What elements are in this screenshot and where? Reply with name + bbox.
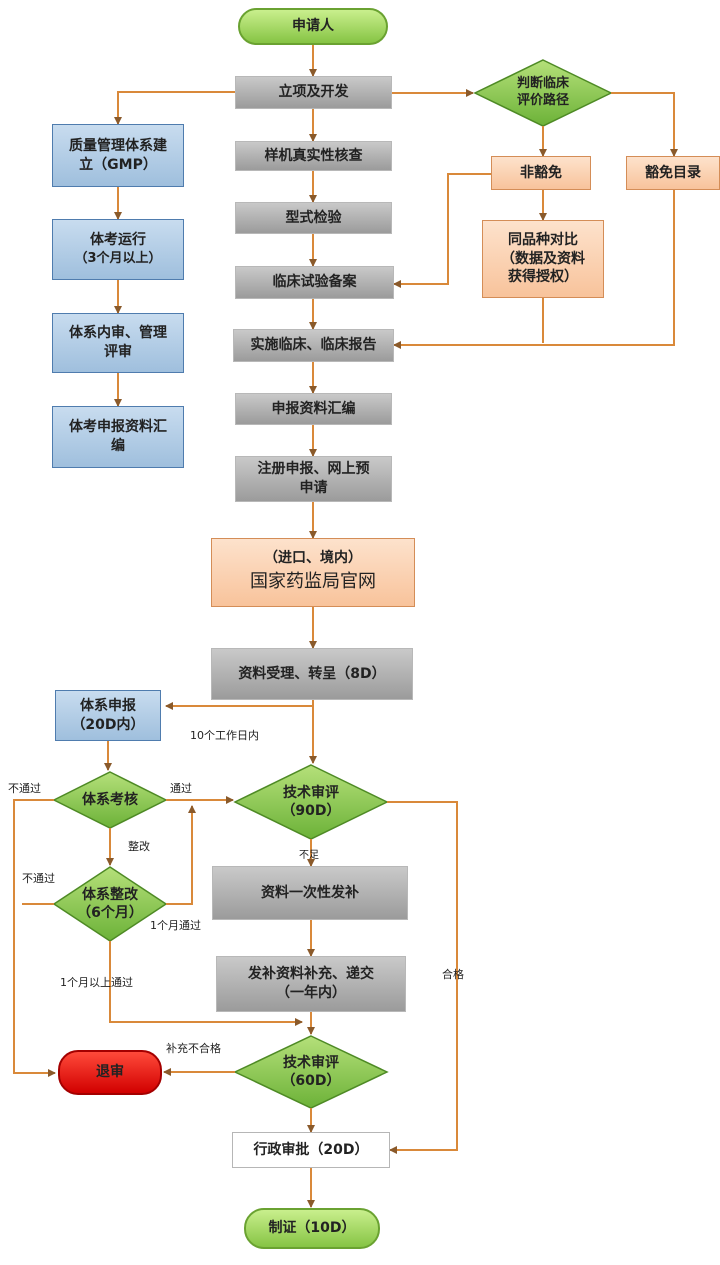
sample-check-node: 样机真实性核查 — [235, 141, 392, 171]
non-exempt-node: 非豁免 — [491, 156, 591, 190]
non-exempt-label: 非豁免 — [520, 164, 562, 181]
arrow-review1-qualified — [387, 801, 458, 1154]
materials-compile-node: 申报资料汇编 — [235, 393, 392, 425]
system-materials-line2: 编 — [111, 438, 125, 454]
applicant-node: 申请人 — [238, 8, 388, 45]
registration-line1: 注册申报、网上预 — [257, 461, 370, 478]
clinical-filing-label: 临床试验备案 — [272, 274, 357, 291]
decision-shapes — [52, 59, 613, 1109]
registration-line2: 申请 — [299, 480, 328, 496]
certificate-label: 制证（10D） — [268, 1220, 356, 1237]
label-one-month-pass: 1个月通过 — [150, 919, 201, 932]
clinical-report-node: 实施临床、临床报告 — [233, 329, 394, 362]
supplement-submit-line2: （一年内） — [276, 985, 346, 1001]
type-test-label: 型式检验 — [285, 209, 342, 226]
judge-clinical-text: 判断临床评价路径 — [485, 72, 601, 114]
label-fail-2: 不通过 — [22, 872, 55, 885]
system-declare-line2: （20D内） — [71, 716, 145, 733]
type-test-node: 型式检验 — [235, 202, 392, 234]
system-materials-node: 体考申报资料汇编 — [52, 406, 184, 468]
sample-check-label: 样机真实性核查 — [264, 147, 363, 164]
label-over-one-month-pass: 1个月以上通过 — [60, 976, 133, 989]
system-run-node: 体考运行 （3个月以上） — [52, 219, 184, 280]
exempt-list-node: 豁免目录 — [626, 156, 720, 190]
judge-clinical-line2: 评价路径 — [516, 93, 569, 108]
connectors — [13, 45, 678, 1208]
system-rectify-text: 体系整改 （6个月） — [70, 883, 150, 925]
system-rectify-line2: （6个月） — [77, 905, 143, 921]
label-pass: 通过 — [170, 782, 192, 795]
arrow-rectify-1month — [166, 805, 196, 905]
gmp-node: 质量管理体系建立（GMP） — [52, 124, 184, 187]
internal-audit-line1: 体系内审、管理 — [69, 325, 167, 342]
withdraw-label: 退审 — [96, 1064, 124, 1081]
acceptance-node: 资料受理、转呈（8D） — [211, 648, 413, 700]
supplement-submit-node: 发补资料补充、递交 （一年内） — [216, 956, 406, 1012]
same-product-line2: （数据及资料 — [501, 250, 585, 267]
internal-audit-node: 体系内审、管理评审 — [52, 313, 184, 373]
clinical-filing-node: 临床试验备案 — [235, 266, 394, 299]
tech-review-1-text: 技术审评 （90D） — [266, 780, 356, 824]
label-qualified: 合格 — [442, 968, 464, 981]
certificate-node: 制证（10D） — [244, 1208, 380, 1249]
system-exam-label: 体系考核 — [82, 791, 138, 808]
applicant-label: 申请人 — [292, 18, 334, 35]
nmpa-node: （进口、境内） 国家药监局官网 — [211, 538, 415, 607]
arrow-nonexempt-to-filing — [393, 173, 491, 288]
supplement-once-label: 资料一次性发补 — [261, 884, 359, 901]
same-product-node: 同品种对比 （数据及资料获得授权） — [482, 220, 604, 298]
withdraw-node: 退审 — [58, 1050, 162, 1095]
system-declare-line1: 体系申报 — [79, 697, 136, 714]
gmp-line1: 质量管理体系建 — [69, 137, 167, 154]
arrow-exempt-to-report — [393, 190, 675, 349]
system-exam-text: 体系考核 — [70, 790, 150, 810]
admin-approval-node: 行政审批（20D） — [232, 1132, 390, 1168]
label-rectify: 整改 — [128, 840, 150, 853]
tech-review-2-line2: （60D） — [281, 1073, 341, 1089]
nmpa-label: 国家药监局官网 — [250, 570, 376, 592]
exempt-list-label: 豁免目录 — [645, 164, 701, 181]
label-insufficient: 不足 — [299, 850, 319, 861]
nmpa-sub-label: （进口、境内） — [264, 549, 362, 566]
arrow-rectify-over1month — [109, 941, 303, 1026]
materials-compile-label: 申报资料汇编 — [271, 400, 356, 417]
system-run-line2: （3个月以上） — [74, 251, 162, 267]
gmp-line2: 立（GMP） — [79, 156, 157, 173]
arrow-exam-fail — [13, 799, 56, 1077]
tech-review-2-line1: 技术审评 — [282, 1054, 339, 1071]
supplement-submit-line1: 发补资料补充、递交 — [248, 966, 374, 983]
tech-review-2-text: 技术审评 （60D） — [266, 1050, 356, 1094]
arrow-judge-to-exempt — [611, 92, 678, 157]
arrow-dev-to-gmp — [114, 91, 235, 125]
project-dev-node: 立项及开发 — [235, 76, 392, 109]
label-supplement-fail: 补充不合格 — [166, 1042, 221, 1055]
judge-clinical-line1: 判断临床 — [516, 76, 569, 92]
supplement-once-node: 资料一次性发补 — [212, 866, 408, 920]
label-fail-1: 不通过 — [8, 782, 41, 795]
same-product-line3: 获得授权） — [508, 269, 578, 286]
tech-review-1-line1: 技术审评 — [282, 784, 339, 801]
label-within-10-days: 10个工作日内 — [190, 729, 259, 742]
system-declare-node: 体系申报 （20D内） — [55, 690, 161, 741]
admin-approval-label: 行政审批（20D） — [253, 1141, 369, 1158]
acceptance-label: 资料受理、转呈（8D） — [238, 665, 386, 682]
tech-review-1-line2: （90D） — [281, 803, 341, 819]
project-dev-label: 立项及开发 — [278, 84, 349, 101]
registration-node: 注册申报、网上预申请 — [235, 456, 392, 502]
system-materials-line1: 体考申报资料汇 — [69, 419, 167, 436]
clinical-report-label: 实施临床、临床报告 — [250, 337, 377, 354]
system-run-line1: 体考运行 — [89, 232, 146, 249]
same-product-line1: 同品种对比 — [508, 231, 578, 248]
system-rectify-line1: 体系整改 — [82, 886, 138, 903]
internal-audit-line2: 评审 — [104, 344, 132, 360]
